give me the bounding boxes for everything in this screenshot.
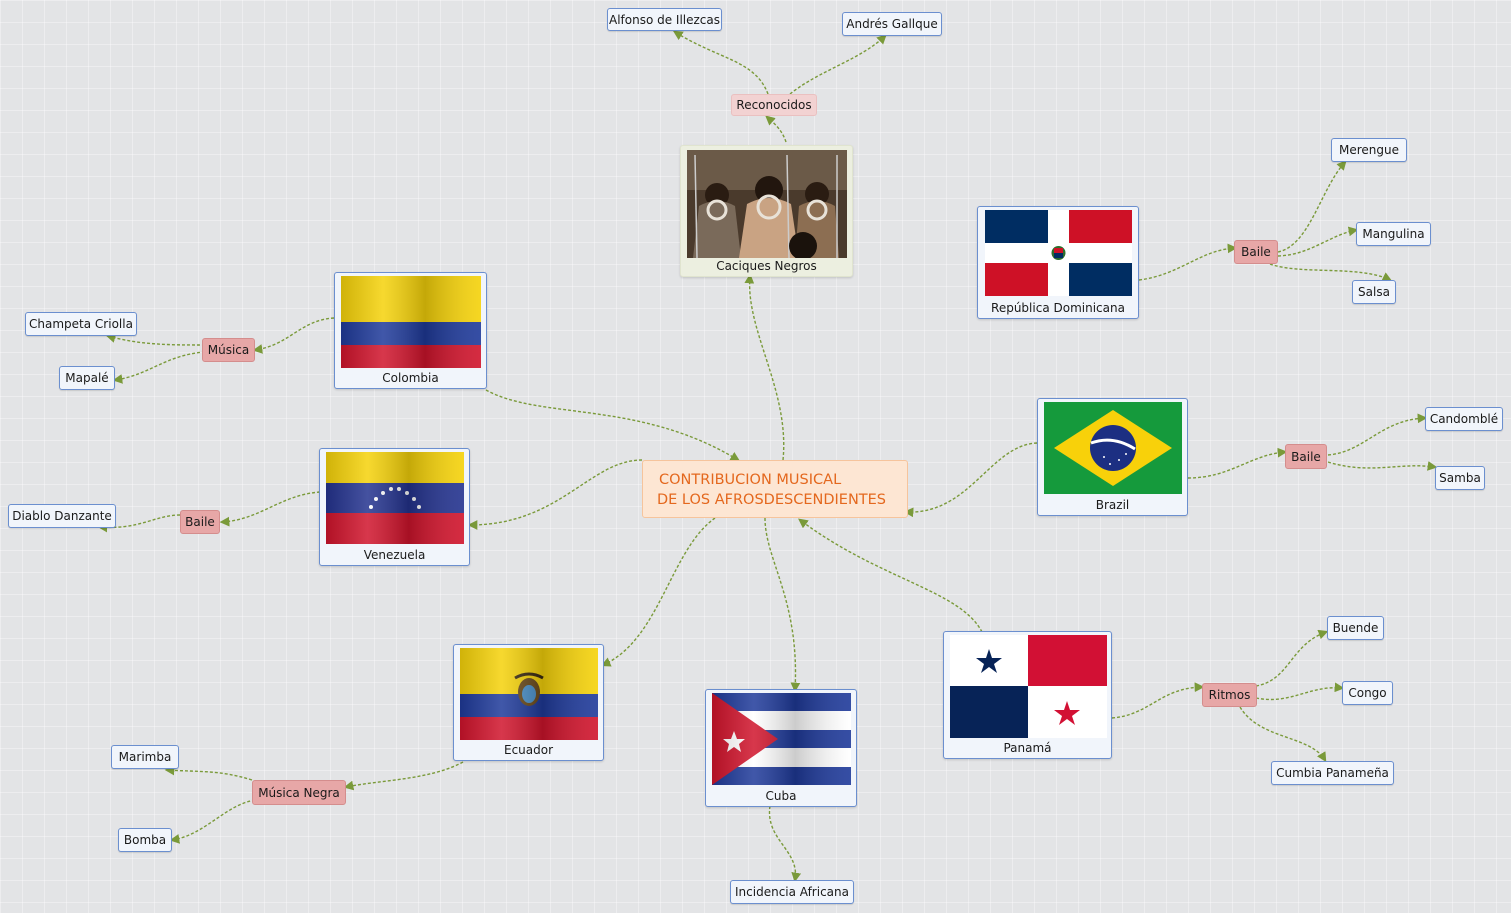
brazil-label: Brazil bbox=[1095, 498, 1130, 512]
connector bbox=[744, 273, 785, 461]
connector bbox=[1269, 263, 1393, 282]
connector bbox=[672, 30, 769, 95]
samba-topic[interactable]: Samba bbox=[1435, 466, 1485, 490]
connector bbox=[252, 317, 335, 354]
cuba-flag-image bbox=[712, 693, 851, 785]
connector bbox=[1239, 706, 1327, 763]
connector bbox=[219, 491, 321, 527]
cumbia-panamena-topic[interactable]: Cumbia Panameña bbox=[1271, 761, 1394, 785]
caciques-label: Caciques Negros bbox=[716, 259, 817, 273]
central-title-line-2: DE LOS AFROSDESCENDIENTES bbox=[657, 492, 887, 508]
central-title-line-1: CONTRIBUCION MUSICAL bbox=[659, 472, 842, 488]
central-topic[interactable]: CONTRIBUCION MUSICAL DE LOS AFROSDESCEND… bbox=[642, 460, 908, 518]
panama-ritmos-category[interactable]: Ritmos bbox=[1202, 683, 1257, 707]
brazil-flag-image bbox=[1044, 402, 1182, 494]
cuba-label: Cuba bbox=[765, 789, 797, 803]
bomba-topic[interactable]: Bomba bbox=[118, 828, 172, 852]
salsa-topic[interactable]: Salsa bbox=[1352, 280, 1396, 304]
reconocidos-category[interactable]: Reconocidos bbox=[731, 94, 817, 116]
venezuela-label: Venezuela bbox=[363, 548, 426, 562]
brazil-topic[interactable]: Brazil bbox=[1037, 398, 1188, 516]
connector bbox=[1255, 682, 1345, 701]
incidencia-africana-topic[interactable]: Incidencia Africana bbox=[730, 880, 854, 904]
congo-topic[interactable]: Congo bbox=[1342, 681, 1393, 705]
connector bbox=[903, 442, 1038, 518]
buende-topic[interactable]: Buende bbox=[1327, 616, 1384, 640]
connector bbox=[1111, 682, 1205, 719]
connector bbox=[1187, 447, 1288, 479]
connector bbox=[789, 34, 887, 95]
venezuela-topic[interactable]: Venezuela bbox=[319, 448, 470, 566]
ecuador-topic[interactable]: Ecuador bbox=[453, 644, 604, 761]
connector bbox=[343, 761, 464, 791]
connector bbox=[1138, 243, 1238, 281]
republica-dominicana-label: República Dominicana bbox=[991, 301, 1125, 315]
alfonso-de-illezcas-topic[interactable]: Alfonso de Illezcas bbox=[607, 8, 722, 31]
colombia-musica-category[interactable]: Música bbox=[202, 338, 255, 362]
colombia-topic[interactable]: Colombia bbox=[334, 272, 487, 389]
ecuador-label: Ecuador bbox=[503, 743, 554, 757]
candomble-topic[interactable]: Candomblé bbox=[1425, 407, 1503, 431]
diablo-danzante-topic[interactable]: Diablo Danzante bbox=[8, 504, 116, 528]
marimba-topic[interactable]: Marimba bbox=[111, 745, 179, 769]
cuba-topic[interactable]: Cuba bbox=[705, 689, 857, 807]
connector bbox=[1277, 160, 1347, 253]
connector bbox=[798, 518, 983, 633]
andres-gallque-topic[interactable]: Andrés Gallque bbox=[842, 12, 942, 36]
panama-topic[interactable]: Panamá bbox=[943, 631, 1112, 759]
connector bbox=[600, 517, 716, 667]
connector bbox=[485, 389, 741, 462]
merengue-topic[interactable]: Merengue bbox=[1331, 138, 1407, 162]
connector bbox=[765, 115, 787, 143]
connector bbox=[1277, 226, 1359, 257]
connector bbox=[164, 765, 253, 781]
caciques-negros-topic[interactable]: Caciques Negros bbox=[680, 145, 853, 277]
connector bbox=[467, 459, 643, 530]
rd-baile-category[interactable]: Baile bbox=[1234, 240, 1278, 264]
colombia-flag-image bbox=[341, 276, 481, 368]
panama-flag-image bbox=[950, 635, 1107, 738]
connector bbox=[112, 351, 206, 384]
connector bbox=[169, 799, 256, 844]
connector bbox=[768, 805, 802, 883]
connector bbox=[1327, 461, 1438, 471]
connector bbox=[1255, 629, 1329, 687]
champeta-criolla-topic[interactable]: Champeta Criolla bbox=[25, 312, 137, 336]
dominican-flag-image bbox=[985, 210, 1132, 296]
republica-dominicana-topic[interactable]: República Dominicana bbox=[977, 206, 1139, 319]
ecuador-flag-image bbox=[460, 648, 598, 740]
venezuela-baile-category[interactable]: Baile bbox=[180, 510, 220, 534]
ecuador-musica-negra-category[interactable]: Música Negra bbox=[252, 780, 346, 805]
brazil-baile-category[interactable]: Baile bbox=[1285, 444, 1327, 469]
connector bbox=[105, 333, 206, 346]
colombia-label: Colombia bbox=[382, 371, 439, 385]
venezuela-flag-image bbox=[326, 452, 464, 544]
connector bbox=[1327, 413, 1428, 456]
mangulina-topic[interactable]: Mangulina bbox=[1356, 222, 1431, 246]
connector bbox=[764, 517, 801, 693]
panama-label: Panamá bbox=[1003, 741, 1052, 755]
caciques-portrait-image bbox=[687, 150, 847, 258]
mapale-topic[interactable]: Mapalé bbox=[59, 366, 115, 390]
